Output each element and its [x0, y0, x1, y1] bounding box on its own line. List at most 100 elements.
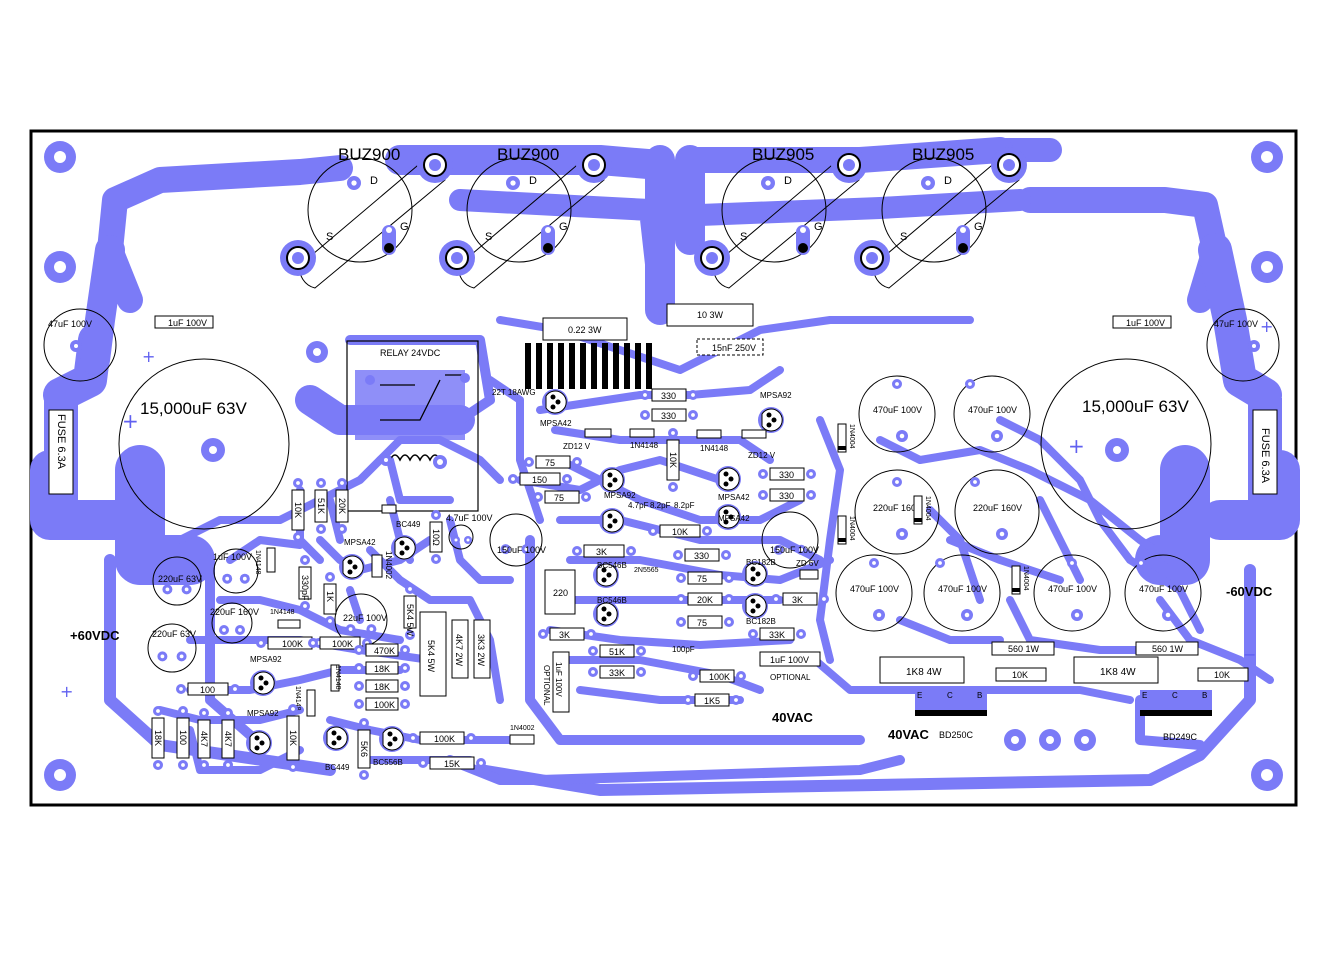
transistor: BC182B	[742, 558, 776, 587]
diode-1n4002: 1N4002	[371, 551, 393, 580]
mounting-hole	[44, 251, 76, 283]
resistor: 10K	[291, 478, 305, 542]
reg-cap: 470uF 100V	[1124, 554, 1202, 632]
reg-cap: 470uF 100V	[923, 554, 1001, 632]
resistor-560-left-label: 560 1W	[1008, 644, 1040, 654]
resistor: 75	[533, 490, 591, 504]
transistor: MPSA92	[599, 467, 636, 500]
resistor-label: 20K	[337, 498, 347, 514]
ac-label-2: 40VAC	[888, 727, 930, 742]
resistor-label: 51K	[316, 498, 326, 514]
svg-text:+: +	[142, 347, 155, 366]
zener-diode: ZD12 V	[563, 428, 612, 451]
resistor-label: 470K	[374, 646, 395, 656]
transistor-bd250c: E C B BD250C	[915, 690, 987, 740]
svg-text:E: E	[1142, 691, 1147, 700]
svg-text:B: B	[1202, 691, 1207, 700]
output-resistor-022-label: 0.22 3W	[568, 325, 602, 335]
regulator-section: 1K8 4W 1K8 4W 560 1W 560 1W 10K 10K E C	[835, 375, 1249, 742]
resistor-label: 33K	[769, 630, 785, 640]
diode-label: 1N4004	[924, 496, 931, 521]
resistor-1k8-left: 1K8 4W	[879, 656, 965, 684]
resistor: 100K	[688, 669, 746, 683]
source-label: S	[326, 231, 333, 243]
gate-label: G	[974, 221, 983, 233]
cap-47uf-right-label: 47uF 100V	[1214, 319, 1258, 329]
resistor: 10K	[648, 524, 712, 538]
mounting-hole	[1074, 729, 1096, 751]
cap-1uf-right-label: 1uF 100V	[1126, 318, 1165, 328]
resistor: 3K	[771, 592, 829, 606]
reg-cap-label: 220uF 160V	[873, 503, 922, 513]
reg-cap-label: 470uF 100V	[938, 584, 987, 594]
reg-cap: 220uF 160V	[954, 469, 1040, 555]
diode-label: 1N4148	[700, 444, 729, 453]
transistor: BC546B	[593, 596, 627, 627]
drain-label: D	[370, 175, 378, 187]
electrolytic-cap: 220uF 160V	[210, 602, 259, 644]
transistor-label: BC449	[325, 763, 350, 772]
resistor: 20K	[335, 478, 349, 534]
resistor-label: 75	[545, 458, 555, 468]
resistor-label: 75	[554, 493, 564, 503]
cap-label: 8.2pF	[674, 501, 695, 510]
resistor-label: 330pF	[300, 575, 310, 601]
electrolytic-cap: 1uF 100V	[213, 548, 259, 594]
reg-cap-label: 470uF 100V	[1048, 584, 1097, 594]
resistor: 4K7	[197, 708, 211, 770]
transistor-label: BC449	[396, 520, 421, 529]
output-resistor-022: 0.22 3W	[542, 317, 628, 341]
mounting-hole	[44, 141, 76, 173]
fuse-right-label: FUSE 6.3A	[1259, 428, 1271, 484]
resistor-label: 33K	[609, 668, 625, 678]
reg-cap-label: 470uF 100V	[1139, 584, 1188, 594]
gate-label: G	[559, 221, 568, 233]
reg-cap: 470uF 100V	[953, 375, 1031, 453]
svg-text:B: B	[977, 691, 982, 700]
resistor: 100K	[308, 636, 372, 650]
mosfet-part-label: BUZ905	[752, 145, 814, 164]
big-cap-left: 15,000uF 63V +	[118, 358, 290, 530]
transistor-label: BC546B	[597, 561, 627, 570]
resistor: 10Ω	[429, 510, 443, 564]
cap-label: 150uF 100V	[770, 545, 819, 555]
diode-label: 1N4004	[848, 516, 855, 541]
resistor-label: 10K	[672, 527, 688, 537]
resistor-5k4-5w: 5K4 5W	[419, 611, 447, 697]
electrolytic-cap: 150uF 100V	[761, 511, 819, 569]
resistor-label: 330	[661, 391, 676, 401]
diode-1n4148: 1N4148	[254, 547, 276, 575]
cap-label: 220uF 63V	[152, 629, 196, 639]
ac-label-1: 40VAC	[772, 710, 814, 725]
resistor: 3K	[538, 627, 596, 641]
resistor-label: 18K	[153, 730, 163, 746]
drain-label: D	[529, 175, 537, 187]
neg-supply-label: -60VDC	[1226, 584, 1273, 599]
diode: 1N4148	[696, 429, 729, 453]
cap-47uf-left-label: 47uF 100V	[48, 319, 92, 329]
diode-1n4148: 1N4148	[294, 686, 316, 717]
diode-label: 1N4148	[630, 441, 659, 450]
transistor-label: MPSA42	[344, 538, 376, 547]
reg-diode: 1N4004	[913, 495, 931, 525]
resistor-label: 4K7	[199, 731, 209, 747]
resistor: 5K4 5W	[403, 584, 417, 640]
mounting-hole	[44, 759, 76, 791]
electrolytic-cap: 220uF 63V	[147, 623, 197, 673]
transistor: MPSA42	[715, 504, 750, 530]
resistor: 18K	[354, 679, 410, 693]
svg-text:C: C	[947, 691, 953, 700]
fuse-right: FUSE 6.3A	[1248, 398, 1282, 506]
resistor-label: 330	[694, 551, 709, 561]
cap-label: OPTIONAL	[770, 673, 811, 682]
transistor-label: MPSA42	[718, 514, 750, 523]
cap-label: 22uF 100V	[343, 613, 387, 623]
diode-1n4002: 1N4002	[509, 725, 535, 745]
diode-label: 1N4148	[294, 686, 301, 711]
resistor: 75	[676, 571, 734, 585]
reg-cap-label: 470uF 100V	[873, 405, 922, 415]
resistor-label: 5K4 5W	[426, 640, 436, 673]
resistor-label: 18K	[374, 682, 390, 692]
